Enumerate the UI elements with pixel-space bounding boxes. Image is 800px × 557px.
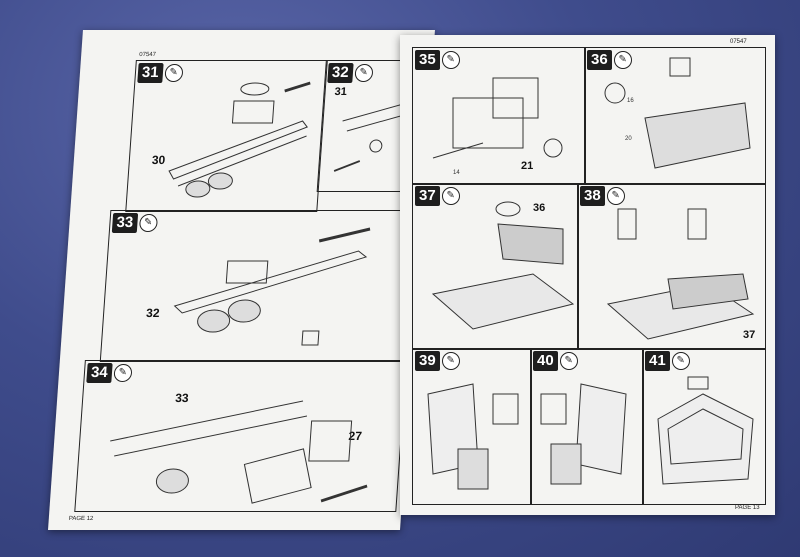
glue-icon: ✎	[441, 51, 460, 69]
step-35-badge: 35 ✎	[415, 50, 460, 70]
part-label: 14	[453, 170, 460, 176]
step-41-badge: 41 ✎	[645, 351, 690, 371]
right-page: 07547 35 ✎ 21 14 36 ✎ 21 20 16	[400, 35, 775, 515]
cab-frame-drawing	[110, 400, 368, 504]
page-code: 07547	[139, 52, 157, 58]
part-label: 20	[625, 136, 632, 142]
page-footer: PAGE 13	[735, 505, 760, 511]
door-right-drawing	[540, 383, 627, 485]
frame-drawing	[173, 227, 371, 346]
step-37-panel: 37 ✎ 36	[412, 183, 579, 350]
part-label: 16	[627, 98, 634, 104]
cab-front-drawing	[657, 376, 754, 485]
part-label: 36	[533, 202, 546, 214]
step-39-badge: 39 ✎	[415, 351, 460, 371]
part-label: 37	[743, 329, 756, 341]
step-number: 41	[645, 351, 670, 371]
step-40-badge: 40 ✎	[533, 351, 578, 371]
step-38-panel: 38 ✎ 37	[577, 183, 766, 350]
step-41-panel: 41 ✎	[642, 348, 766, 505]
step-34-panel: 34 ✎ 33 27	[74, 360, 407, 512]
glue-icon: ✎	[559, 352, 578, 370]
step-number: 35	[415, 50, 440, 70]
page-footer: PAGE 12	[68, 516, 94, 522]
door-left-drawing	[427, 383, 519, 490]
step-39-panel: 39 ✎	[412, 348, 532, 505]
part-label: 21	[521, 160, 534, 172]
step-31-panel: 31 ✎ 30	[125, 60, 328, 212]
step-number: 38	[580, 186, 605, 206]
step-35-panel: 35 ✎ 21 14	[412, 47, 586, 185]
step-number: 40	[533, 351, 558, 371]
step-33-panel: 33 ✎ 32	[99, 210, 418, 362]
engine-drawing	[432, 77, 563, 159]
glue-icon: ✎	[441, 187, 460, 205]
step-number: 36	[587, 50, 612, 70]
cab-floor-drawing	[431, 201, 575, 330]
seats-drawing	[606, 208, 755, 340]
step-38-badge: 38 ✎	[580, 186, 625, 206]
page-code: 07547	[730, 39, 747, 45]
chassis-drawing	[168, 81, 311, 198]
step-number: 39	[415, 351, 440, 371]
step-number: 37	[415, 186, 440, 206]
dashboard-drawing	[604, 57, 751, 169]
glue-icon: ✎	[613, 51, 632, 69]
glue-icon: ✎	[671, 352, 690, 370]
step-36-badge: 36 ✎	[587, 50, 632, 70]
step-40-panel: 40 ✎	[530, 348, 644, 505]
glue-icon: ✎	[606, 187, 625, 205]
glue-icon: ✎	[441, 352, 460, 370]
left-page: 07547 31 ✎ 30 32 ✎ 31	[48, 30, 435, 530]
step-37-badge: 37 ✎	[415, 186, 460, 206]
step-36-panel: 36 ✎ 21 20 16	[584, 47, 766, 185]
